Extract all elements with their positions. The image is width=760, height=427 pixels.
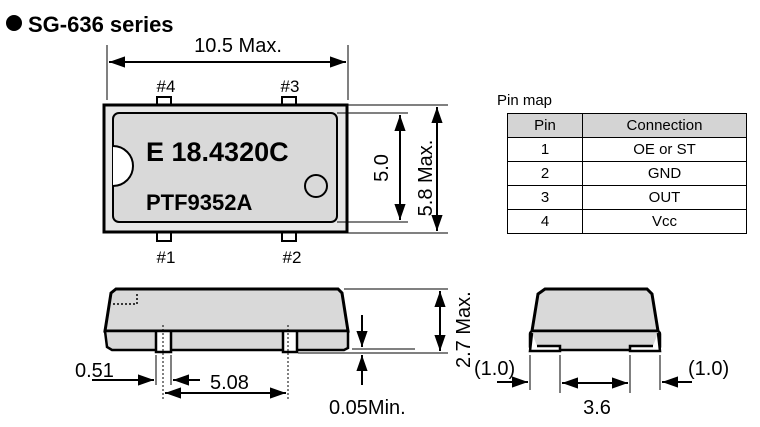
table-header-row: Pin Connection <box>507 113 747 138</box>
pin-connection: Vcc <box>582 209 747 234</box>
inner-height-label: 5.0 <box>371 154 393 182</box>
header-connection: Connection <box>582 113 747 138</box>
header-pin: Pin <box>507 113 583 138</box>
pin1-dot <box>304 174 328 198</box>
pin-map-caption: Pin map <box>497 92 553 109</box>
side-view: 0.51 5.08 2.7 Max. 0.05Min. <box>75 287 475 419</box>
pin-label-2: #2 <box>283 248 302 267</box>
end-view: (1.0) (1.0) 3.6 <box>474 287 729 419</box>
height-label: 2.7 Max. <box>453 291 475 368</box>
left-offset-label: (1.0) <box>474 358 515 380</box>
bullet-icon <box>6 15 22 31</box>
pin1-notch <box>112 145 134 187</box>
pin-connection: OUT <box>582 185 747 210</box>
right-offset-label: (1.0) <box>688 358 729 380</box>
pin-label-1: #1 <box>157 248 176 267</box>
pin-connection: GND <box>582 161 747 186</box>
top-view: 10.5 Max. #4 #3 #1 #2 E 18.4320C PTF9352… <box>102 35 448 267</box>
page-title: SG-636 series <box>28 12 174 37</box>
standoff-label: 0.05Min. <box>329 397 406 419</box>
pin-number: 1 <box>507 137 583 162</box>
pin-number: 4 <box>507 209 583 234</box>
pin-label-4: #4 <box>157 77 176 96</box>
marking-line-2: PTF9352A <box>146 190 252 215</box>
pin-width-label: 0.51 <box>75 360 114 382</box>
pin-pitch-label: 5.08 <box>210 372 249 394</box>
outer-height-label: 5.8 Max. <box>415 140 437 217</box>
pin-number: 2 <box>507 161 583 186</box>
pin-connection: OE or ST <box>582 137 747 162</box>
pin-number: 3 <box>507 185 583 210</box>
end-width-label: 3.6 <box>583 397 611 419</box>
side-pin-2 <box>281 329 299 354</box>
pin-label-3: #3 <box>281 77 300 96</box>
width-dim-label: 10.5 Max. <box>194 35 282 57</box>
marking-line-1: E 18.4320C <box>146 137 289 167</box>
